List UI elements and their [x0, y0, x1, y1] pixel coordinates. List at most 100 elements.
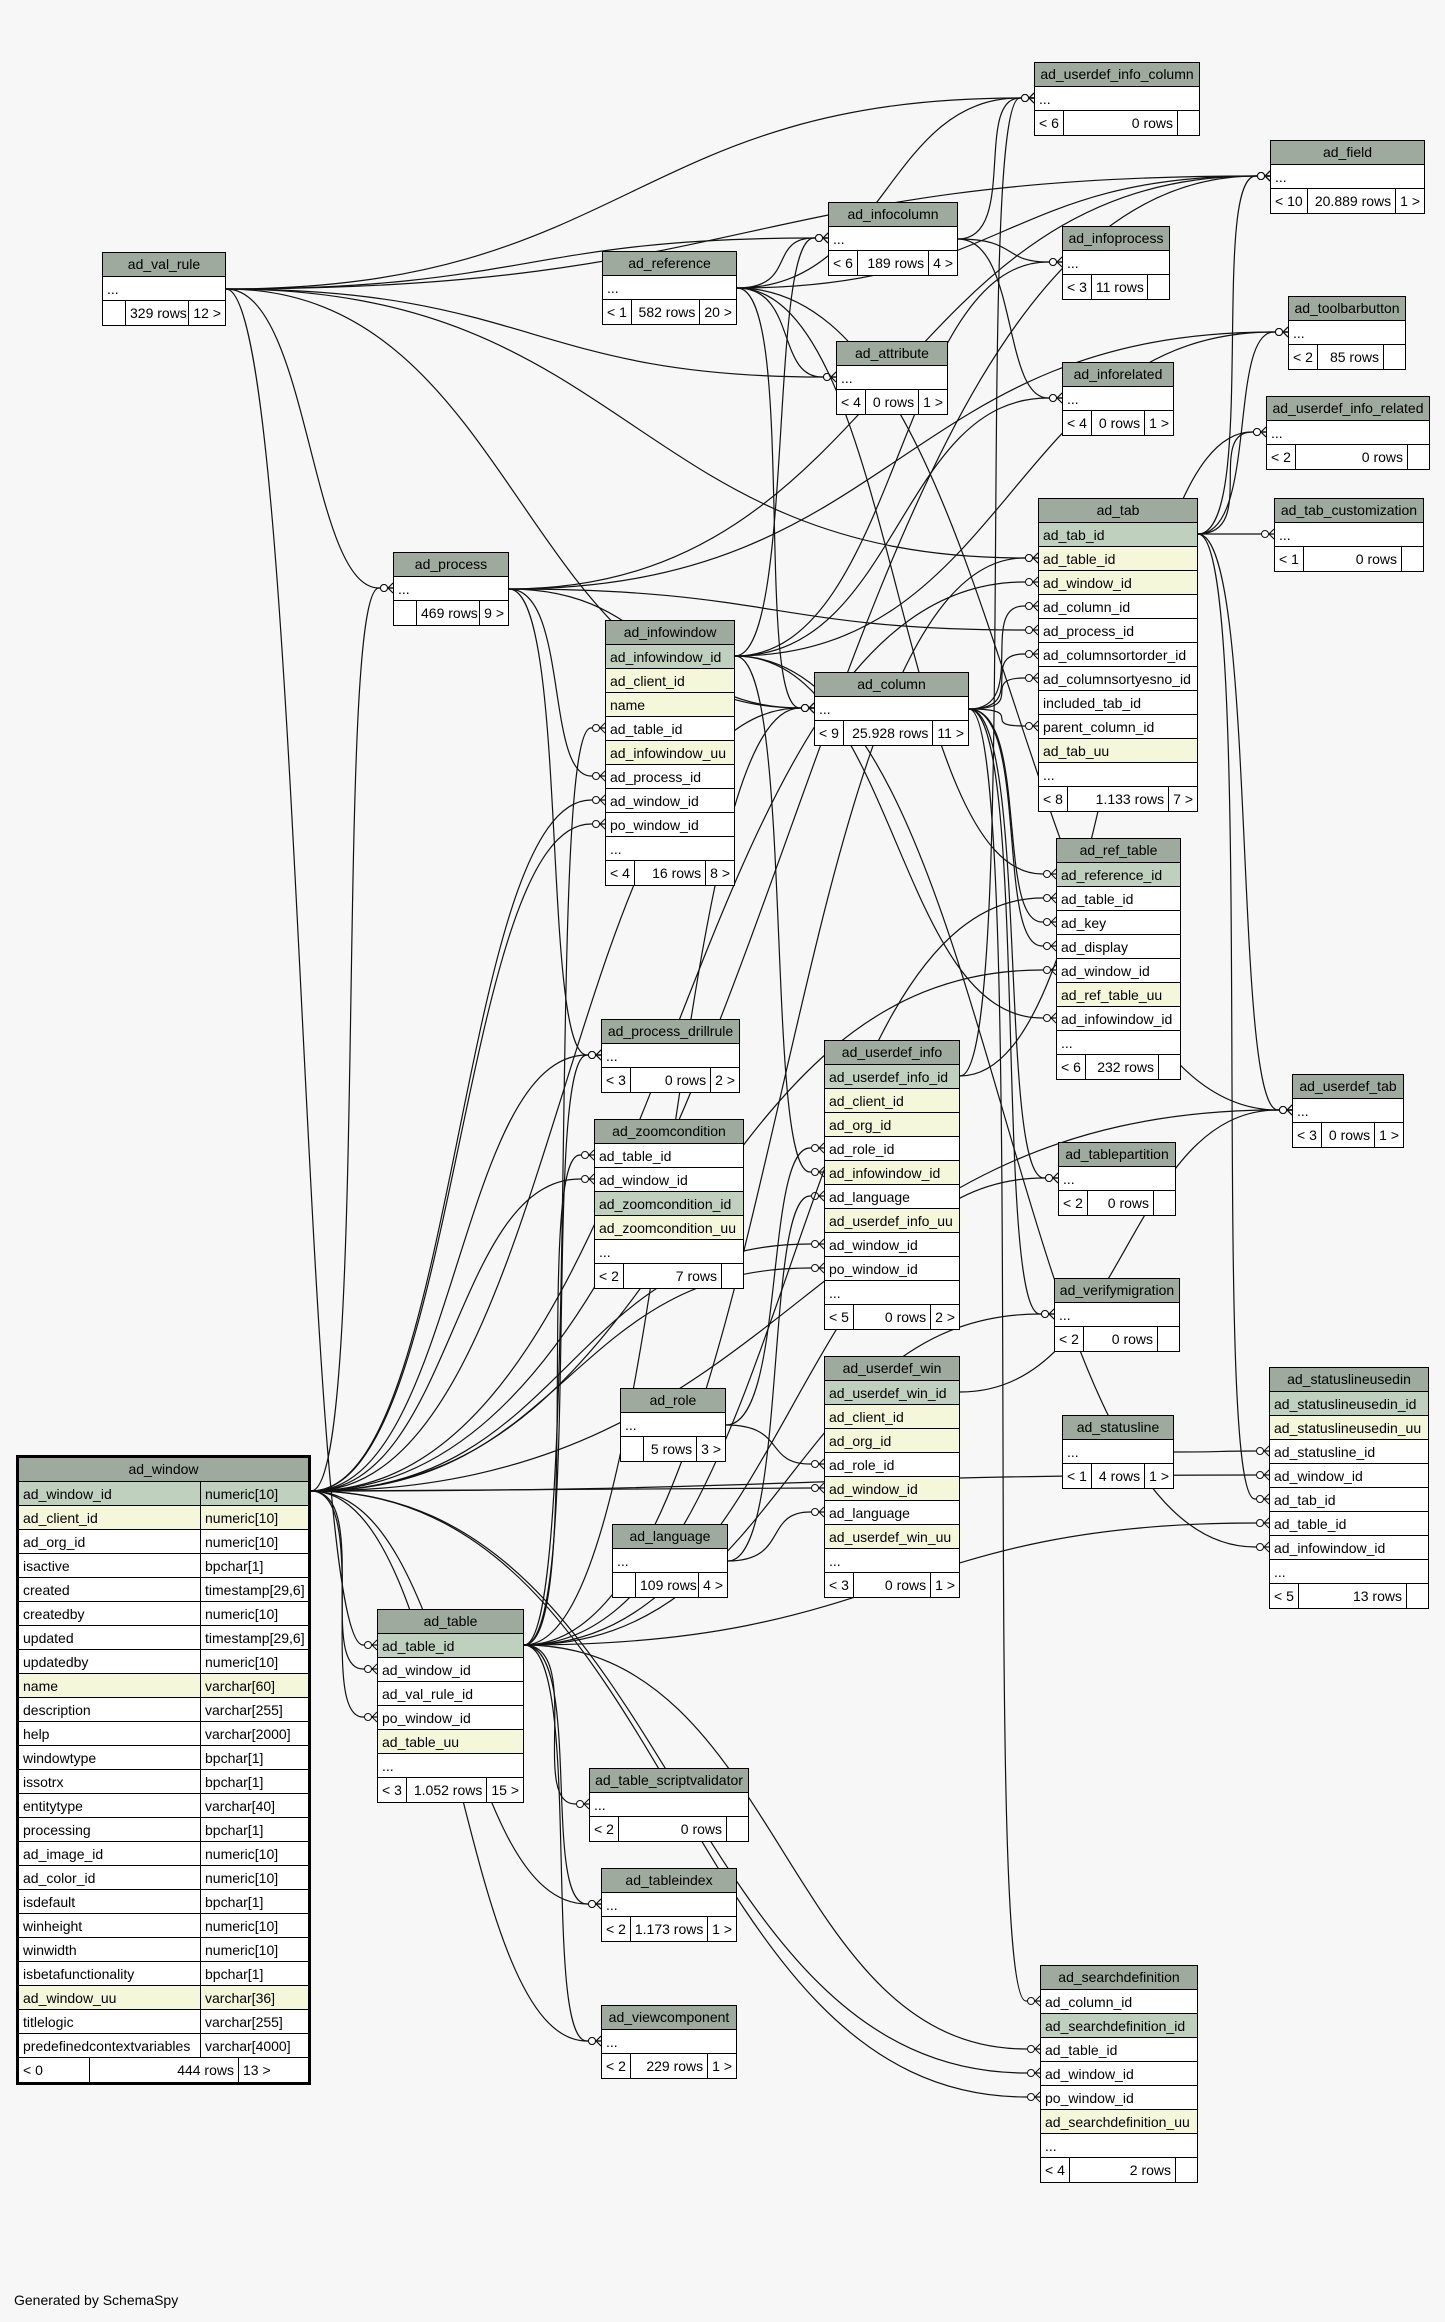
- column-row[interactable]: ad_display: [1057, 935, 1180, 959]
- column-row[interactable]: po_window_id: [825, 1257, 959, 1281]
- column-row[interactable]: ad_language: [825, 1501, 959, 1525]
- column-row[interactable]: ad_client_id: [606, 669, 734, 693]
- column-row[interactable]: ad_window_id: [378, 1658, 523, 1682]
- column-row[interactable]: ad_org_id: [825, 1429, 959, 1453]
- column-row[interactable]: ad_reference_id: [1057, 863, 1180, 887]
- column-row[interactable]: ad_window_id: [606, 789, 734, 813]
- column-row[interactable]: name: [606, 693, 734, 717]
- column-row[interactable]: ...: [1035, 87, 1199, 111]
- column-row[interactable]: ...: [602, 1893, 736, 1917]
- column-row[interactable]: ...: [815, 697, 968, 721]
- column-row[interactable]: ...: [603, 276, 736, 300]
- column-row[interactable]: ad_table_id: [378, 1634, 523, 1658]
- column-row[interactable]: ...: [1063, 251, 1169, 275]
- column-row[interactable]: ...: [602, 1044, 739, 1068]
- column-row[interactable]: ad_userdef_info_uu: [825, 1209, 959, 1233]
- column-row[interactable]: ad_zoomcondition_id: [595, 1192, 743, 1216]
- column-row[interactable]: ad_role_id: [825, 1453, 959, 1477]
- column-row[interactable]: ad_table_id: [1057, 887, 1180, 911]
- column-row[interactable]: ad_window_id: [825, 1477, 959, 1501]
- column-row[interactable]: ad_window_id: [1041, 2062, 1197, 2086]
- column-row[interactable]: ad_window_id: [1039, 571, 1197, 595]
- column-row[interactable]: ...: [1270, 1560, 1428, 1584]
- column-row[interactable]: ad_infowindow_id: [825, 1161, 959, 1185]
- column-row[interactable]: ...: [1063, 387, 1173, 411]
- column-row[interactable]: ad_window_id: [825, 1233, 959, 1257]
- column-row[interactable]: ad_process_id: [1039, 619, 1197, 643]
- column-row[interactable]: ad_key: [1057, 911, 1180, 935]
- column-row[interactable]: ad_userdef_win_uu: [825, 1525, 959, 1549]
- column-row[interactable]: ad_window_id: [1270, 1464, 1428, 1488]
- column-row[interactable]: ...: [606, 837, 734, 861]
- column-row[interactable]: po_window_id: [606, 813, 734, 837]
- column-row[interactable]: ...: [837, 366, 947, 390]
- column-row[interactable]: ad_role_id: [825, 1137, 959, 1161]
- column-row[interactable]: ad_table_id: [1039, 547, 1197, 571]
- column-row[interactable]: ad_statusline_id: [1270, 1440, 1428, 1464]
- column-row[interactable]: ad_tab_uu: [1039, 739, 1197, 763]
- column-row[interactable]: ...: [378, 1754, 523, 1778]
- column-row[interactable]: ...: [590, 1793, 748, 1817]
- column-row[interactable]: ...: [829, 227, 957, 251]
- column-row[interactable]: po_window_id: [1041, 2086, 1197, 2110]
- column-row[interactable]: ad_window_id: [1057, 959, 1180, 983]
- column-row[interactable]: ...: [1289, 321, 1405, 345]
- column-row[interactable]: ad_table_id: [1270, 1512, 1428, 1536]
- column-row[interactable]: ...: [394, 577, 508, 601]
- column-row[interactable]: ad_columnsortorder_id: [1039, 643, 1197, 667]
- column-row[interactable]: ad_table_id: [606, 717, 734, 741]
- column-row[interactable]: parent_column_id: [1039, 715, 1197, 739]
- column-row[interactable]: ad_table_id: [1041, 2038, 1197, 2062]
- column-row[interactable]: ...: [1267, 421, 1429, 445]
- column-row[interactable]: ...: [1271, 165, 1424, 189]
- column-row[interactable]: ...: [602, 2030, 736, 2054]
- column-row[interactable]: ad_userdef_info_id: [825, 1065, 959, 1089]
- column-row[interactable]: ad_statuslineusedin_id: [1270, 1392, 1428, 1416]
- column-row[interactable]: ...: [1293, 1099, 1403, 1123]
- column-row[interactable]: ad_searchdefinition_uu: [1041, 2110, 1197, 2134]
- column-row[interactable]: ad_client_id: [825, 1089, 959, 1113]
- column-row[interactable]: ...: [103, 277, 225, 301]
- column-row[interactable]: ad_tab_id: [1039, 523, 1197, 547]
- column-row[interactable]: ...: [1039, 763, 1197, 787]
- column-row[interactable]: ad_userdef_win_id: [825, 1381, 959, 1405]
- column-row[interactable]: ad_tab_id: [1270, 1488, 1428, 1512]
- column-row[interactable]: ad_infowindow_id: [606, 645, 734, 669]
- column-row[interactable]: ...: [1059, 1167, 1175, 1191]
